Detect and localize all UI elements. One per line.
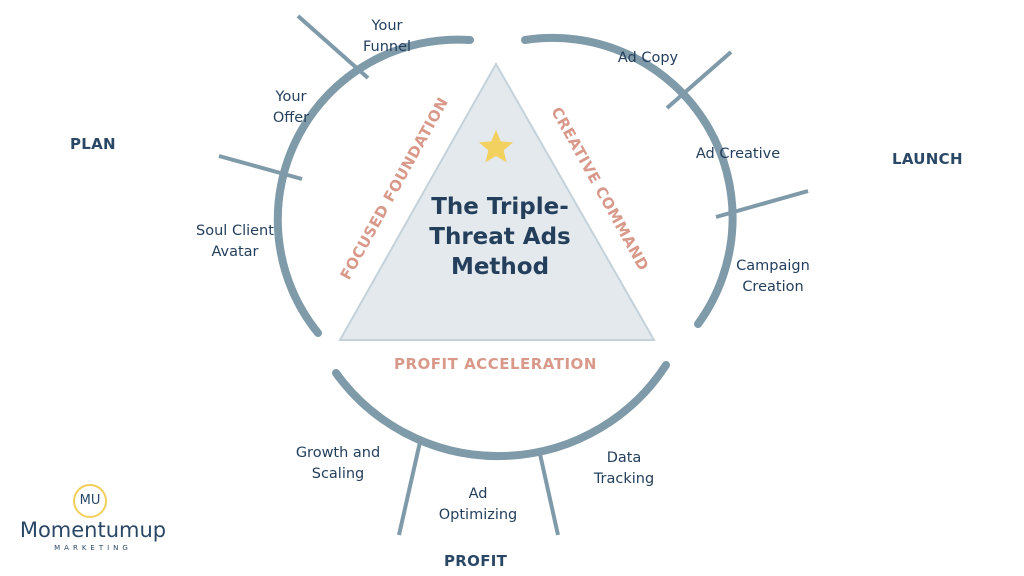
arc-plan [273, 35, 474, 337]
side-label-profit-acceleration: PROFIT ACCELERATION [394, 355, 597, 373]
tick-ad-creative [715, 189, 809, 219]
arc-launch [521, 33, 737, 328]
logo-name: Momentumup [19, 518, 167, 542]
step-campaign-creation: Campaign Creation [736, 258, 810, 295]
step-your-funnel: Your Funnel [362, 18, 412, 55]
logo-subtitle: MARKETING [54, 544, 132, 552]
phase-plan: PLAN [70, 135, 116, 153]
step-soul-client-avatar: Soul Client Avatar [196, 223, 274, 260]
logo-mark: MU [73, 484, 107, 518]
phase-launch: LAUNCH [892, 150, 963, 168]
step-ad-creative: Ad Creative [695, 146, 781, 162]
tick-your-funnel [296, 14, 370, 80]
phase-profit: PROFIT [444, 552, 508, 570]
tick-ad-copy [665, 50, 733, 110]
triangle [338, 61, 656, 341]
star-icon [478, 130, 514, 163]
tick-growth [397, 441, 422, 536]
tick-data-tracking [538, 453, 560, 536]
step-ad-copy: Ad Copy [617, 50, 679, 66]
step-growth-and-scaling: Growth and Scaling [295, 445, 381, 482]
tick-your-offer [218, 154, 303, 181]
arc-profit [332, 361, 670, 461]
diagram-title: The Triple- Threat Ads Method [429, 194, 571, 280]
step-your-offer: Your Offer [272, 89, 310, 126]
step-data-tracking: Data Tracking [593, 450, 655, 487]
momentumup-logo: MU Momentumup MARKETING [18, 484, 168, 554]
step-ad-optimizing: Ad Optimizing [438, 486, 518, 523]
